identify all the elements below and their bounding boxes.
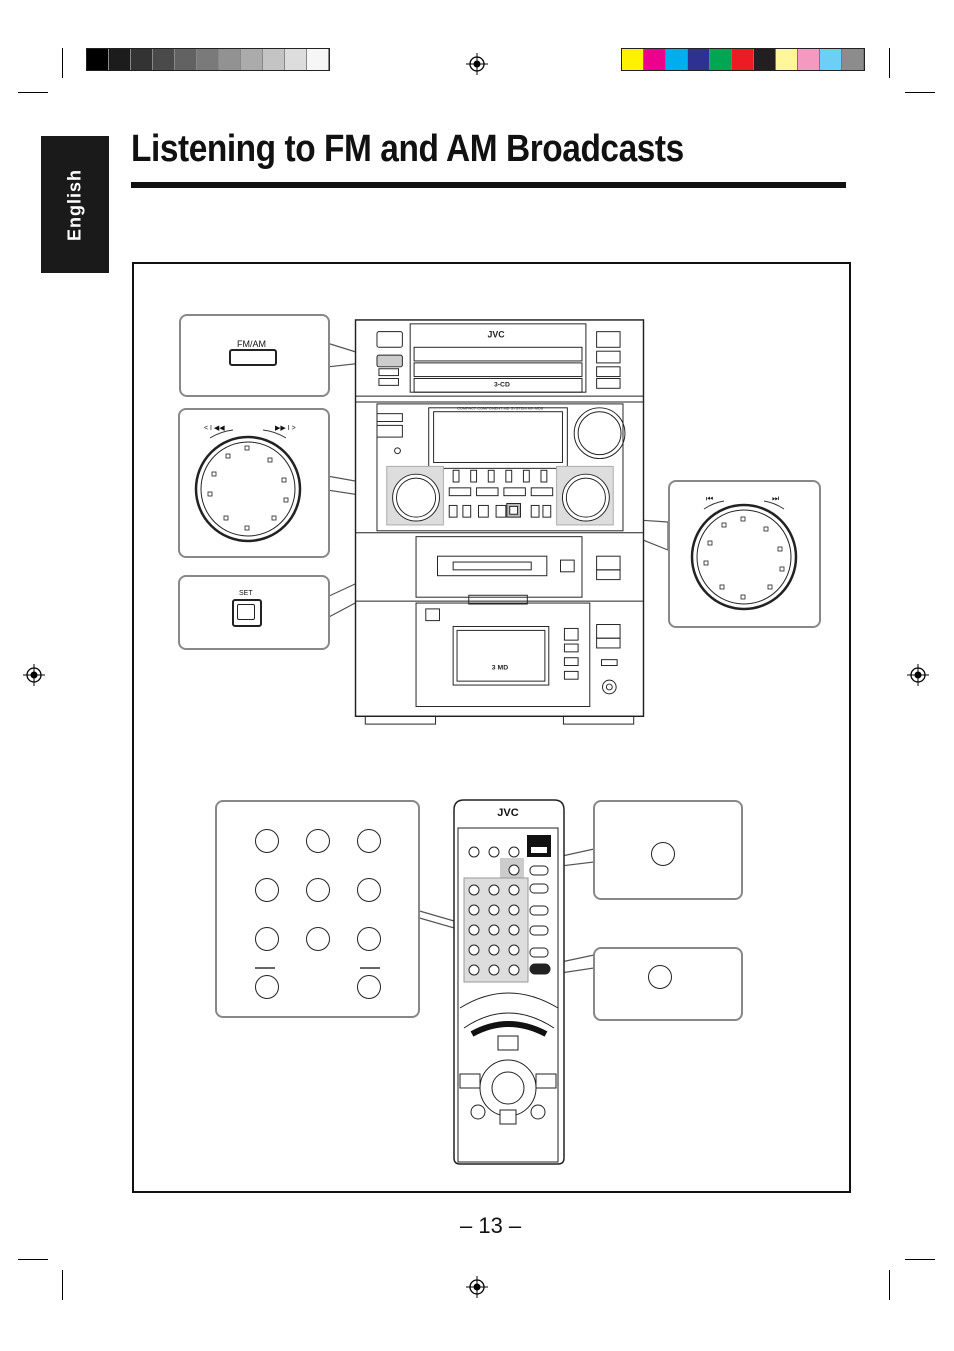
title-underline: [131, 182, 846, 188]
page-title: Listening to FM and AM Broadcasts: [131, 128, 684, 170]
cd-logo: 3-CD: [494, 381, 510, 388]
tuning-left-label: < I ◀◀: [204, 425, 225, 432]
color-swatch: [842, 49, 864, 70]
skip-left-label: ⏮: [706, 494, 714, 503]
set-button[interactable]: [232, 599, 262, 627]
crop-mark: [905, 92, 935, 93]
gray-swatch: [307, 49, 329, 70]
stereo-system-illustration: JVC 3-CD COMPACT COMPONENT MD SYSTEM MX-…: [354, 319, 645, 725]
color-swatch: [622, 49, 644, 70]
keypad-number-button[interactable]: [255, 829, 279, 853]
callout-remote-button-lower: [593, 947, 743, 1021]
color-swatch: [776, 49, 798, 70]
color-swatch: [666, 49, 688, 70]
preset-step-button[interactable]: [357, 975, 381, 999]
crop-mark: [62, 1270, 63, 1300]
crop-mark: [18, 92, 48, 93]
color-calibration-strip: [621, 48, 865, 71]
tuning-right-label: ▶▶ I >: [275, 425, 296, 432]
page-number: – 13 –: [460, 1213, 522, 1238]
registration-mark-icon: [23, 664, 45, 686]
keypad-number-button[interactable]: [306, 829, 330, 853]
gray-swatch: [153, 49, 175, 70]
color-swatch: [644, 49, 666, 70]
fmam-button[interactable]: [229, 349, 277, 366]
registration-mark-icon: [907, 664, 929, 686]
keypad-number-button[interactable]: [357, 829, 381, 853]
keypad-number-button[interactable]: [306, 927, 330, 951]
callout-tuning-knob: [178, 408, 330, 558]
gray-swatch: [131, 49, 153, 70]
crop-mark: [889, 1270, 890, 1300]
gray-swatch: [87, 49, 109, 70]
keypad-number-button[interactable]: [357, 878, 381, 902]
arrow-right-icon: [360, 967, 380, 969]
gray-swatch: [109, 49, 131, 70]
keypad-number-button[interactable]: [357, 927, 381, 951]
multi-control-knob-icon[interactable]: [684, 497, 804, 612]
color-swatch: [798, 49, 820, 70]
skip-right-label: ⏭: [772, 494, 780, 503]
multi-control-knob-icon[interactable]: [188, 426, 308, 546]
keypad-number-button[interactable]: [255, 878, 279, 902]
gray-swatch: [197, 49, 219, 70]
crop-mark: [18, 1259, 48, 1260]
fmam-label: FM/AM: [237, 339, 266, 349]
grayscale-calibration-strip: [86, 48, 330, 71]
registration-mark-icon: [466, 53, 488, 75]
remote-brand: JVC: [497, 807, 518, 819]
color-swatch: [820, 49, 842, 70]
gray-swatch: [263, 49, 285, 70]
language-tab: English: [41, 136, 109, 273]
color-swatch: [688, 49, 710, 70]
registration-mark-icon: [466, 1276, 488, 1298]
color-swatch: [754, 49, 776, 70]
keypad-number-button[interactable]: [306, 878, 330, 902]
device-brand: JVC: [488, 330, 506, 340]
device-panel-text: COMPACT COMPONENT MD SYSTEM MX-MD8: [457, 406, 543, 411]
crop-mark: [62, 48, 63, 78]
remote-fmam-button[interactable]: [651, 842, 675, 866]
crop-mark: [905, 1259, 935, 1260]
gray-swatch: [219, 49, 241, 70]
gray-swatch: [241, 49, 263, 70]
callout-set: [178, 575, 330, 650]
remote-control-illustration: JVC: [453, 799, 565, 1165]
arrow-left-icon: [255, 967, 275, 969]
gray-swatch: [285, 49, 307, 70]
crop-mark: [889, 48, 890, 78]
color-swatch: [732, 49, 754, 70]
md-logo: 3 MD: [492, 664, 508, 671]
color-swatch: [710, 49, 732, 70]
gray-swatch: [175, 49, 197, 70]
remote-set-button[interactable]: [648, 965, 672, 989]
callout-fmam: [179, 314, 330, 397]
set-label: SET: [239, 590, 253, 597]
preset-step-button[interactable]: [255, 975, 279, 999]
keypad-number-button[interactable]: [255, 927, 279, 951]
illustration-frame: [132, 262, 851, 1193]
